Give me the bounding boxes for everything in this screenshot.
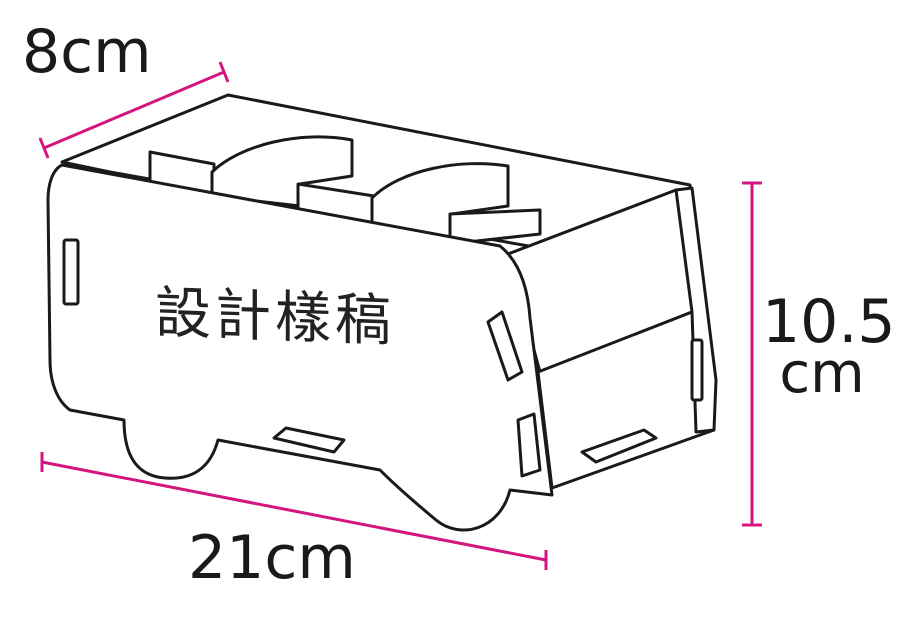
- length-dimension-line: [40, 452, 548, 570]
- height-value: 10.5: [762, 287, 896, 357]
- slot-left: [62, 238, 80, 306]
- slot-bottom-right: [580, 428, 658, 464]
- length-label: 21cm: [188, 523, 356, 593]
- height-unit: cm: [779, 341, 865, 406]
- slot-end-right: [690, 338, 704, 402]
- slot-right-top: [486, 310, 524, 382]
- depth-label: 8cm: [22, 17, 152, 87]
- side-panel: [46, 163, 554, 532]
- height-dimension-line: [742, 181, 762, 527]
- end-panel-rim: [674, 186, 718, 434]
- slot-bottom-center: [272, 426, 346, 454]
- depth-dimension-line: [38, 61, 230, 159]
- slot-right-bottom: [516, 412, 542, 478]
- divider-right: [448, 208, 542, 246]
- divider-bump-2: [370, 162, 510, 242]
- divider-bump-1: [210, 135, 354, 208]
- panel-design-sample-text: 設計樣稿: [155, 280, 395, 355]
- height-label: 10.5 cm: [762, 287, 896, 406]
